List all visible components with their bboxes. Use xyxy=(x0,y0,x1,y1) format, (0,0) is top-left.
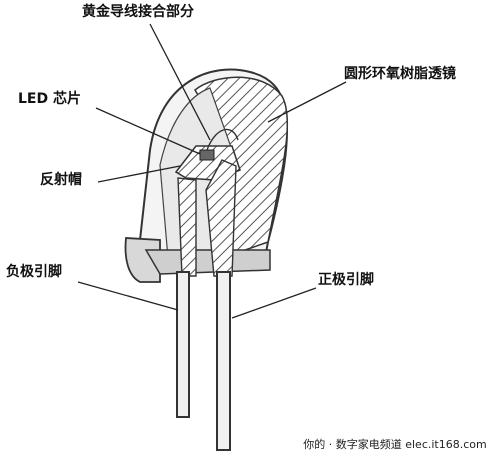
leader-lines xyxy=(77,23,347,319)
label-led-chip: LED 芯片 xyxy=(18,91,81,107)
leader-lens xyxy=(267,81,347,123)
label-negative-lead: 负极引脚 xyxy=(6,264,62,280)
label-reflector-cup: 反射帽 xyxy=(40,172,82,188)
leader-pos xyxy=(231,287,317,319)
led-chip xyxy=(199,149,215,161)
leader-led xyxy=(95,107,201,155)
label-gold-wire-joint: 黄金导线接合部分 xyxy=(82,4,194,20)
label-epoxy-lens: 圆形环氧树脂透镜 xyxy=(344,66,456,82)
base-flange xyxy=(124,237,271,283)
leader-cup xyxy=(97,165,181,183)
watermark: 你的 · 数字家电频道 elec.it168.com xyxy=(290,434,500,456)
leader-top xyxy=(149,23,211,141)
label-positive-lead: 正极引脚 xyxy=(318,272,374,288)
leader-neg xyxy=(77,281,179,311)
negative-lead-pin xyxy=(176,271,190,418)
positive-lead-pin xyxy=(216,271,231,451)
